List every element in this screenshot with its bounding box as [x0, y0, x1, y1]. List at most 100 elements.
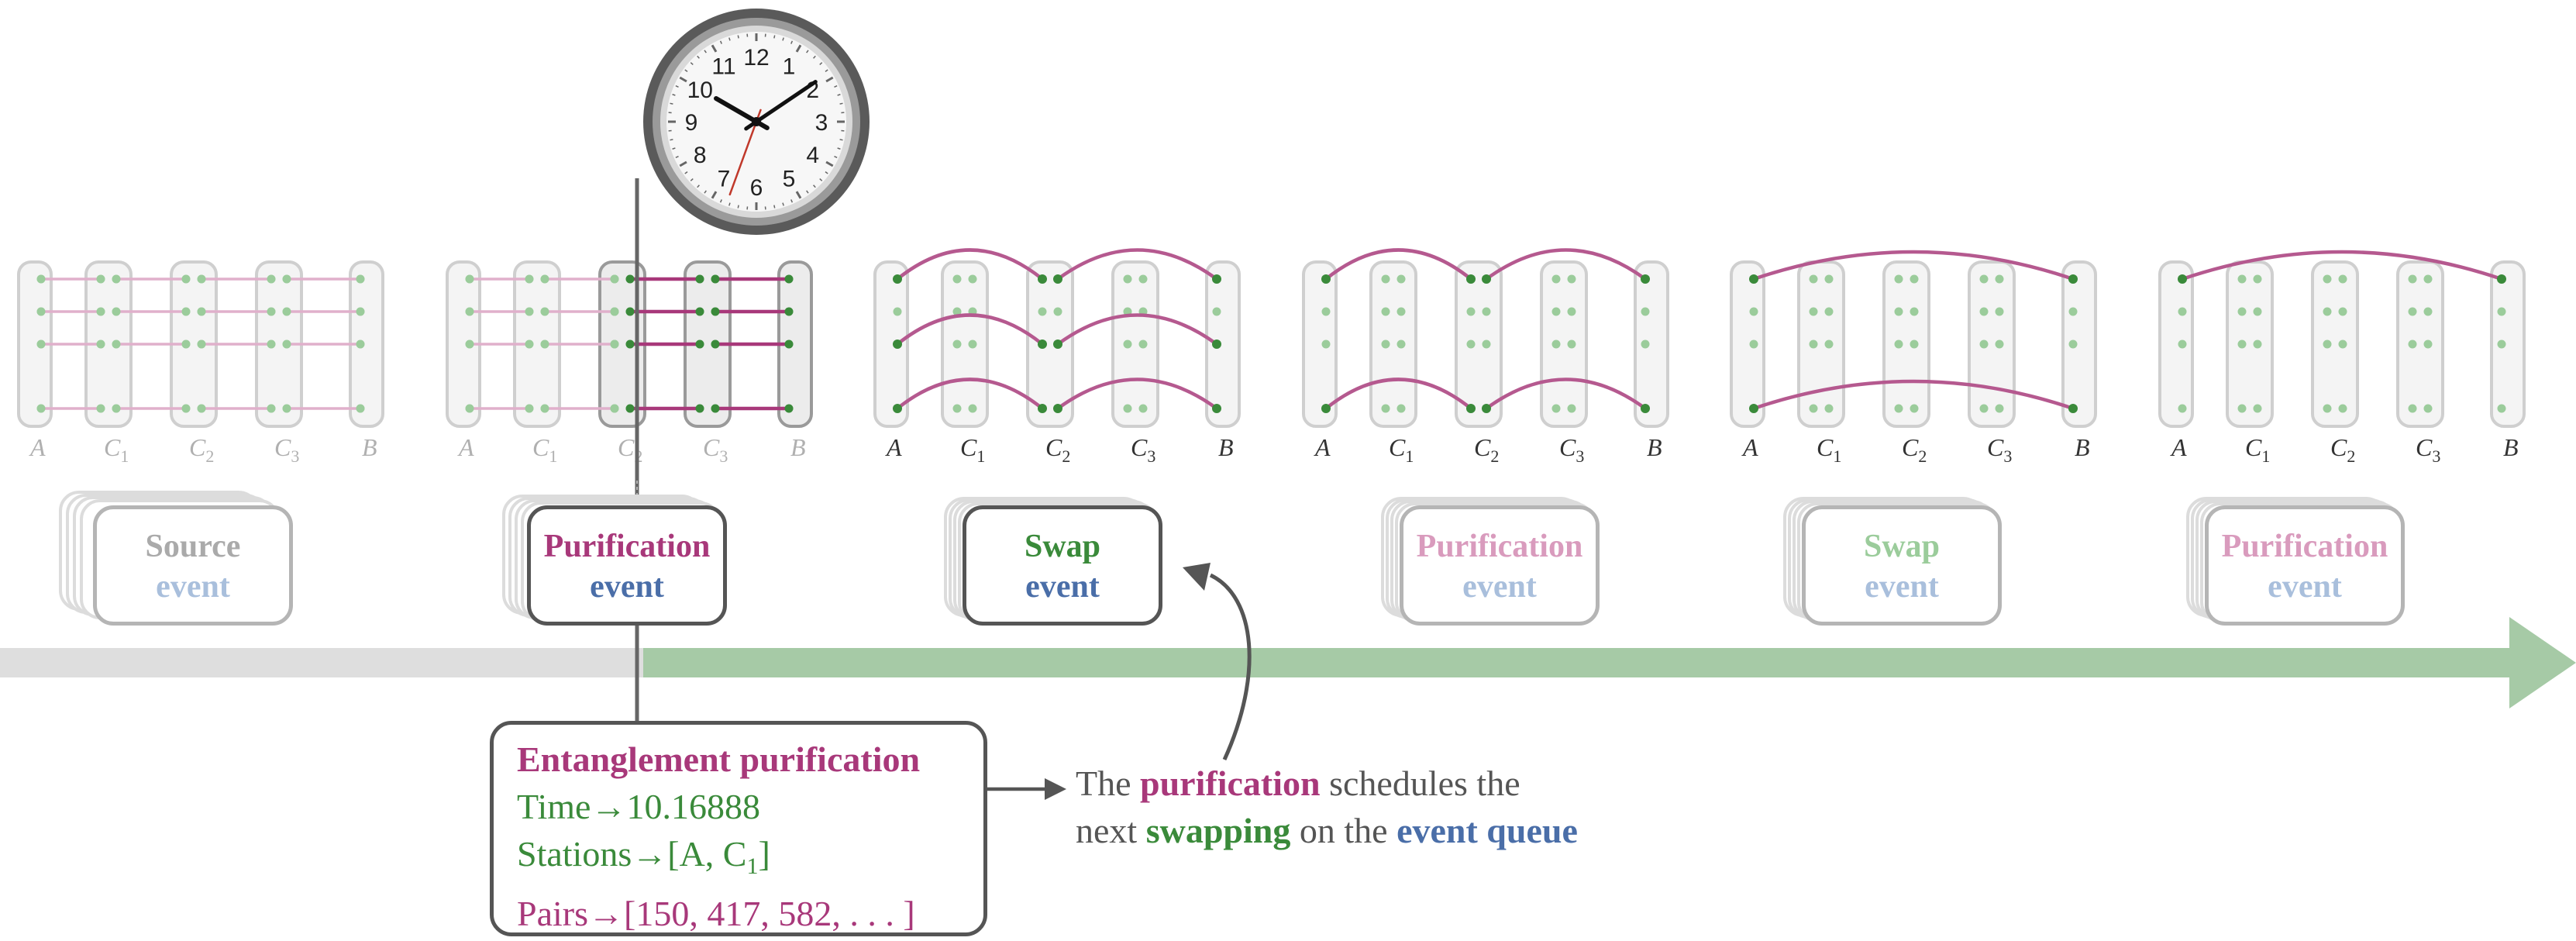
clock-tick [711, 44, 718, 53]
clock-tick [790, 199, 794, 203]
qubit-dot [2323, 340, 2332, 349]
qubit-dot [1138, 404, 1148, 413]
clock-tick [675, 156, 679, 159]
clock-number: 9 [685, 110, 698, 136]
link-end [36, 340, 46, 349]
entanglement-arc [1056, 313, 1218, 346]
clock-number: 3 [815, 110, 828, 136]
station-label: C2 [1474, 433, 1499, 466]
qubit-dot [2068, 340, 2078, 349]
link-end [465, 274, 474, 284]
qubit-dot [2253, 307, 2262, 316]
qubit-dot [1038, 307, 1047, 316]
entanglement-arc [896, 313, 1044, 346]
clock-tick [773, 205, 776, 209]
qubit-dot [1979, 274, 1989, 284]
link-end [625, 307, 635, 316]
clock-tick [806, 50, 809, 53]
station-box [1302, 260, 1338, 428]
qubit-dot [1824, 274, 1834, 284]
clock-tick [837, 147, 841, 150]
clock-tick [684, 69, 688, 72]
station-label: C2 [189, 433, 214, 466]
station-box [1797, 260, 1845, 428]
purification-info-box: Entanglement purification Time→10.16888 … [490, 721, 987, 936]
event-word: event [2268, 569, 2342, 605]
link-end [197, 274, 206, 284]
info-time-value: 10.16888 [626, 787, 760, 826]
link-end [1482, 404, 1491, 413]
link-end [1212, 404, 1221, 413]
station-label: A [1314, 433, 1331, 461]
note-arrowhead [1045, 778, 1066, 800]
clock-tick [813, 55, 816, 59]
qubit-dot [952, 307, 962, 316]
link-end [267, 340, 276, 349]
link-end [112, 274, 121, 284]
station-label: B [1647, 433, 1662, 461]
link-end [1482, 274, 1491, 284]
station-box [1730, 260, 1765, 428]
link-end [1038, 274, 1047, 284]
timeline-past [0, 648, 643, 677]
clock-number: 6 [750, 175, 763, 201]
link-end [181, 307, 191, 316]
link-end [282, 404, 291, 413]
note-line-1: The purification schedules the [1076, 763, 1520, 803]
qubit-dot [2323, 274, 2332, 284]
link-end [465, 404, 474, 413]
qubit-dot [1641, 307, 1650, 316]
station-box [2061, 260, 2097, 428]
clock-number: 5 [783, 167, 796, 192]
link-end [112, 340, 121, 349]
station-label: B [2503, 433, 2519, 461]
qubit-dot [1396, 274, 1406, 284]
clock-tick [728, 202, 731, 206]
station-box [1205, 260, 1241, 428]
link-end [197, 307, 206, 316]
qubit-dot [1995, 340, 2004, 349]
qubit-dot [2408, 404, 2417, 413]
entanglement-arc [896, 377, 1044, 410]
clock-tick [690, 62, 694, 65]
clock-tick [679, 76, 687, 83]
link-end [1038, 404, 1047, 413]
qubit-dot [2068, 307, 2078, 316]
qubit-dot [2497, 340, 2506, 349]
station-label: A [29, 433, 46, 461]
qubit-dot [1995, 274, 2004, 284]
link-end [540, 307, 549, 316]
link-end [36, 307, 46, 316]
link-end [695, 340, 704, 349]
qubit-dot [1824, 404, 1834, 413]
qubit-dot [2178, 340, 2187, 349]
clock-tick [737, 205, 739, 209]
link-end [181, 340, 191, 349]
clock-tick [684, 171, 688, 174]
qubit-dot [2323, 404, 2332, 413]
info-pairs-row: Pairs→[150, 417, 582, . . . ] [517, 890, 983, 937]
qubit-dot [1894, 274, 1903, 284]
link-end [625, 274, 635, 284]
station-label: C3 [274, 433, 299, 466]
link-end [610, 340, 619, 349]
link-end [610, 307, 619, 316]
event-name: Swap [1863, 529, 1941, 564]
qubit-dot [1910, 340, 1919, 349]
link-end [1321, 404, 1331, 413]
link-end [96, 274, 105, 284]
clock-tick [819, 62, 823, 65]
clock-tick [834, 84, 838, 88]
clock-tick [795, 191, 802, 199]
station-box [1111, 260, 1159, 428]
link-end [1053, 274, 1062, 284]
link-end [525, 274, 534, 284]
link-end [36, 404, 46, 413]
clock-tick [813, 184, 816, 188]
qubit-dot [2237, 404, 2247, 413]
clock-tick [711, 191, 718, 199]
